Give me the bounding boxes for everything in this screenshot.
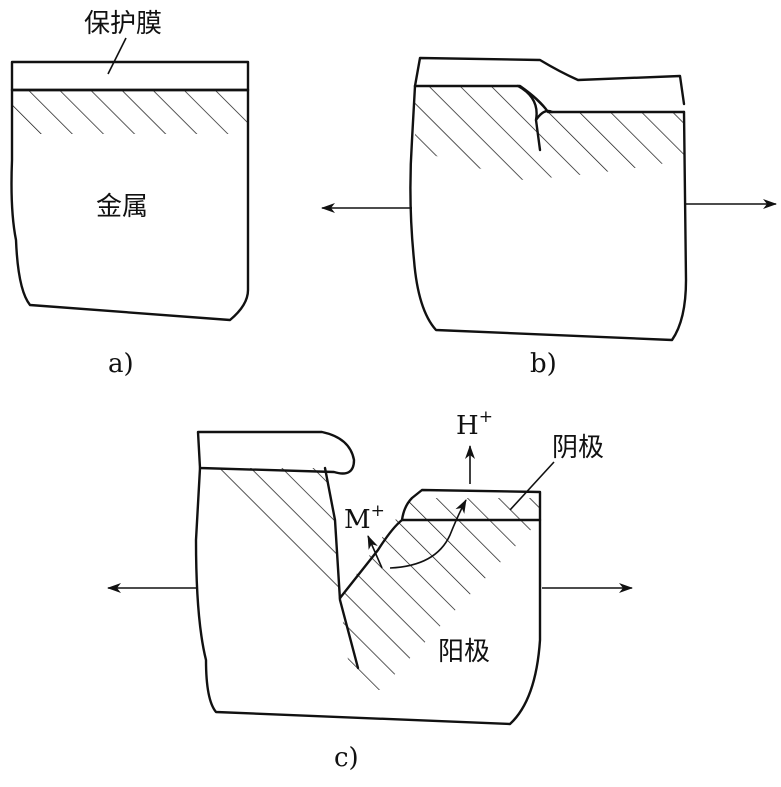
protective-film-b xyxy=(413,56,686,106)
h-ion-label: H+ xyxy=(456,407,493,441)
caption-b: b) xyxy=(530,349,557,379)
film-leader-line xyxy=(107,37,127,75)
metal-body-b xyxy=(409,84,688,342)
panel-b: b) xyxy=(321,56,777,379)
cathode-label: 阴极 xyxy=(552,433,604,463)
metal-label: 金属 xyxy=(96,192,148,222)
panel-a: 保护膜 金属 a) xyxy=(10,9,250,379)
hatched-layer-b xyxy=(415,86,684,180)
film-label: 保护膜 xyxy=(84,9,162,39)
anode-label: 阳极 xyxy=(438,637,490,667)
electron-flow-arrow xyxy=(389,499,467,569)
crack-b xyxy=(516,84,554,152)
metal-body-c xyxy=(194,466,542,726)
crack-wall-left-c xyxy=(323,466,360,670)
crack-wall-right-c xyxy=(338,518,404,600)
cathode-leader-line xyxy=(509,461,555,511)
m-ion-arrow xyxy=(367,535,383,569)
hatched-layer-a xyxy=(12,90,248,134)
m-ion-label: M+ xyxy=(344,501,385,535)
caption-a: a) xyxy=(108,349,134,379)
protective-film-a xyxy=(10,60,250,92)
protective-film-c-left xyxy=(196,430,356,475)
caption-c: c) xyxy=(334,743,359,773)
metal-body-a xyxy=(10,88,250,322)
panel-c: H+ M+ 阴极 阳极 c) xyxy=(107,407,633,773)
